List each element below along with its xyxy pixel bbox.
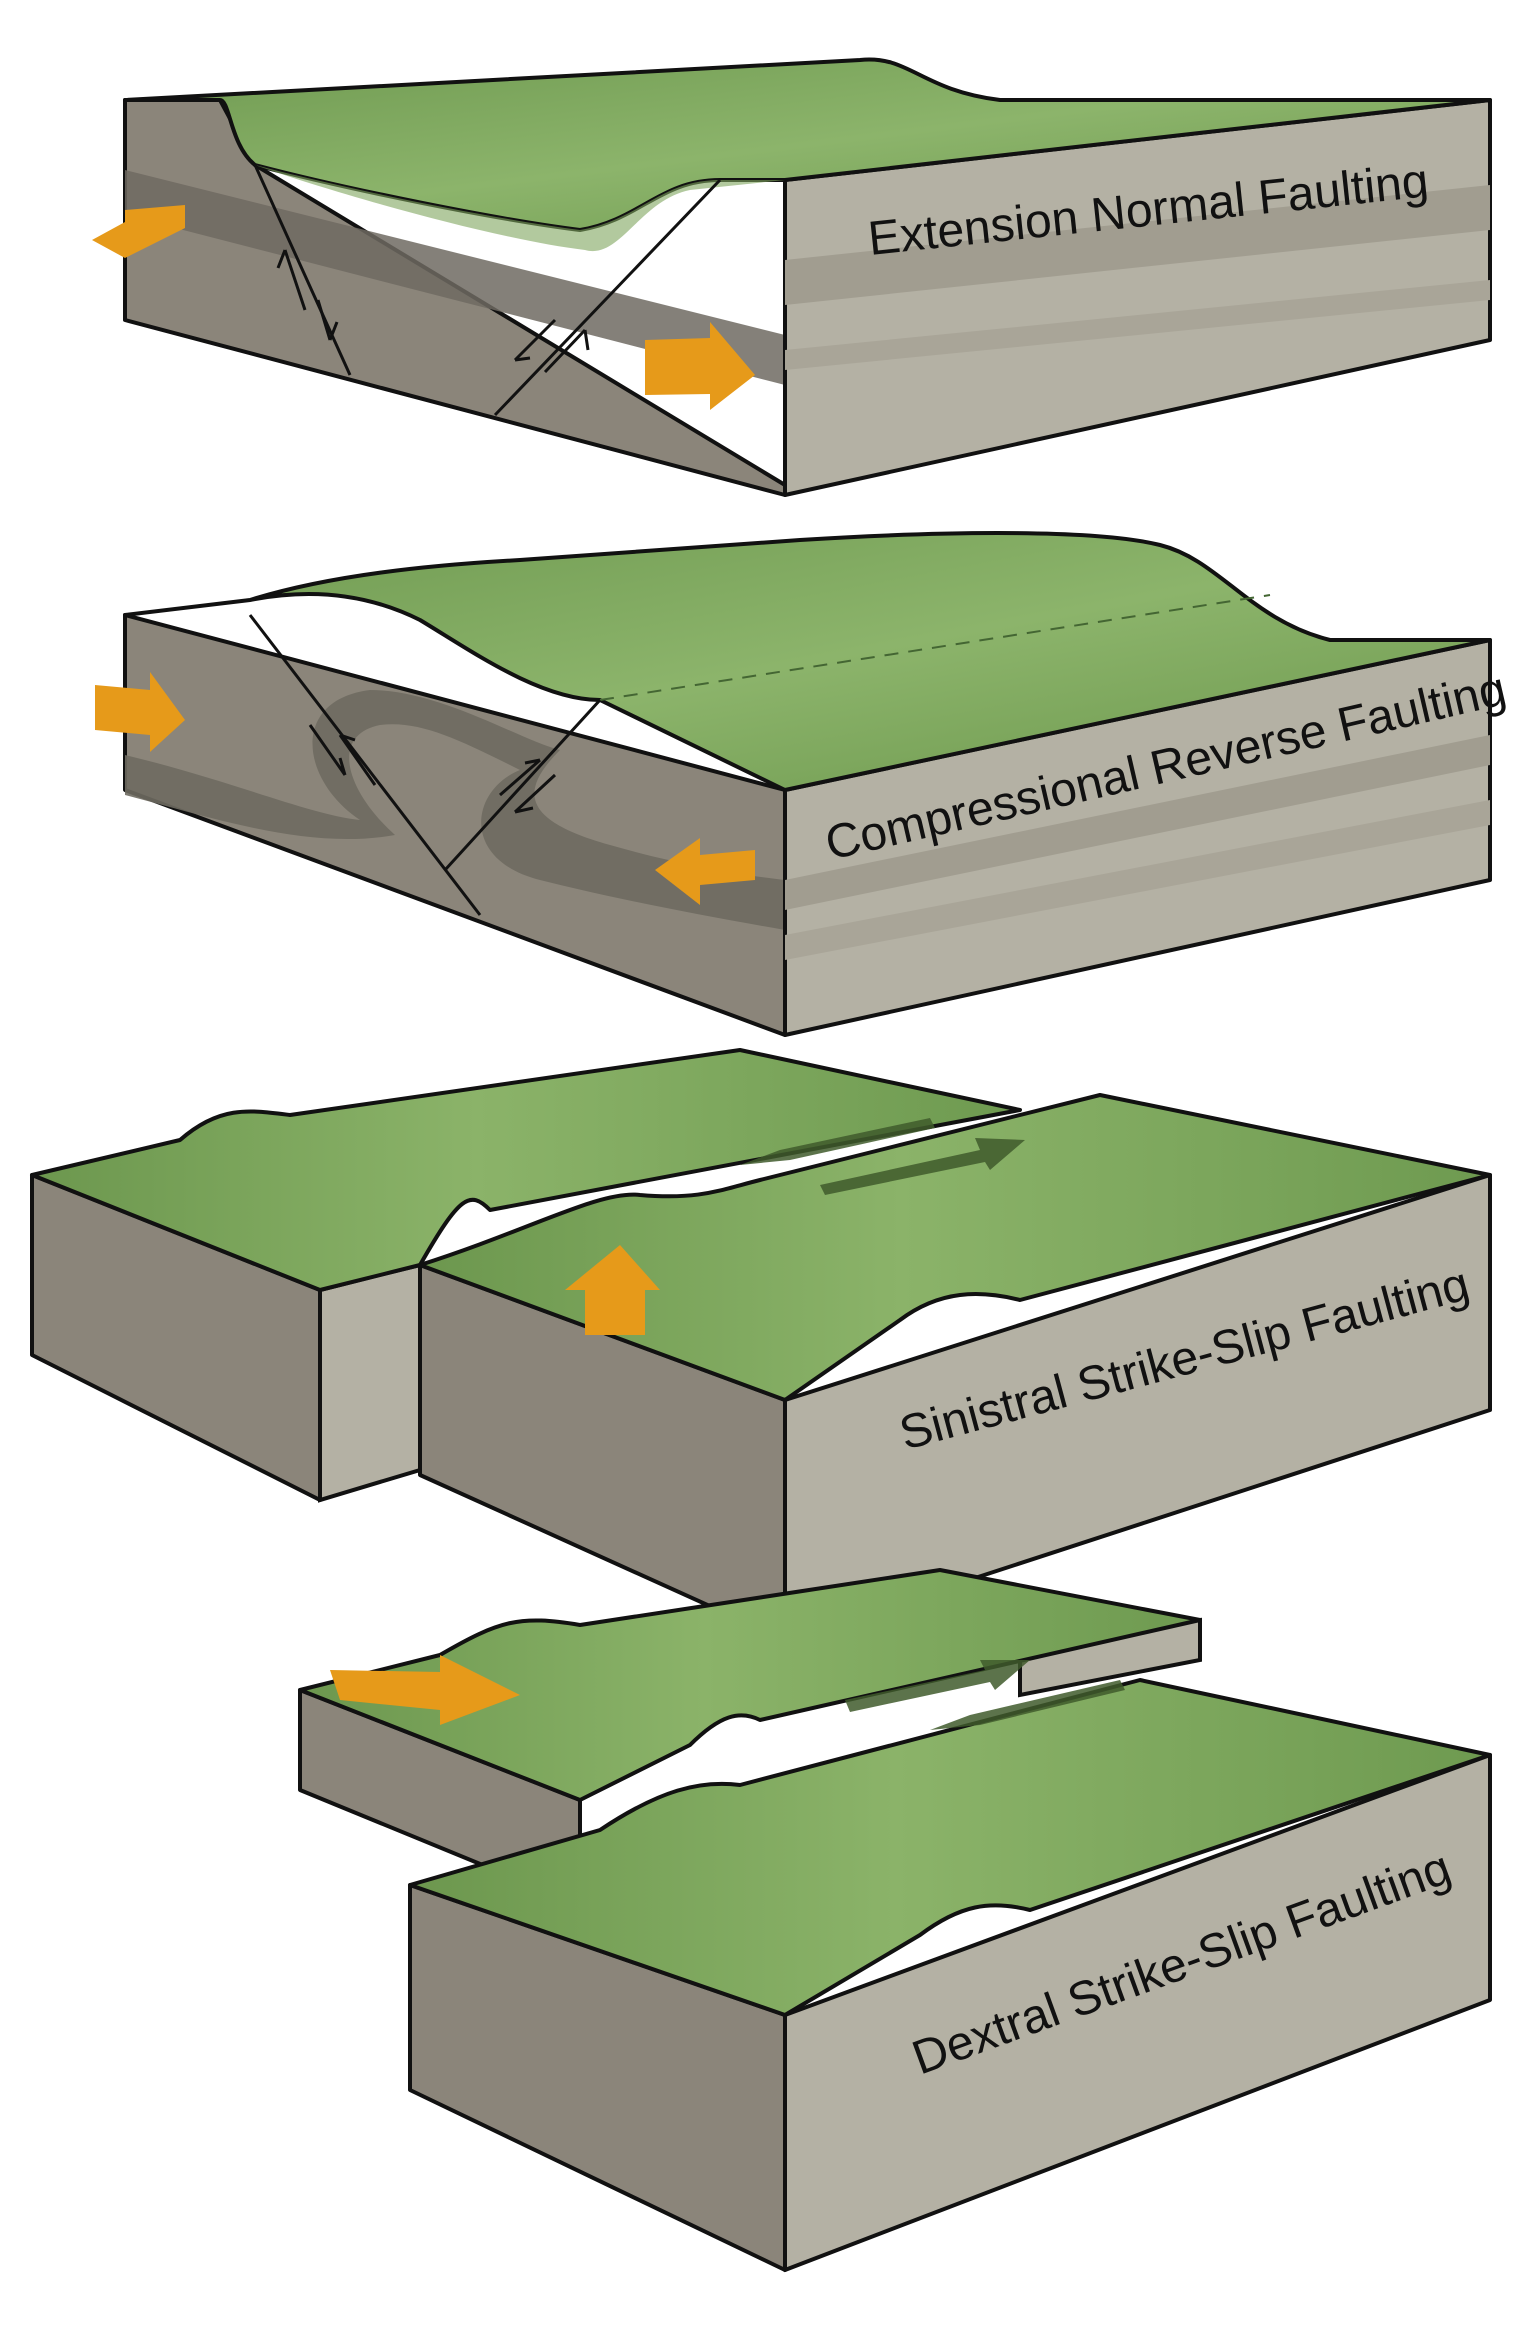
rock-layer-band xyxy=(125,170,785,385)
slip-indicator-left xyxy=(276,249,339,341)
graben-floor xyxy=(255,165,785,252)
arrow-left xyxy=(92,205,185,258)
front-layer-band xyxy=(785,735,1490,910)
dashed-fault-trace xyxy=(599,594,1271,701)
arrow-right xyxy=(95,672,185,752)
folded-rock-layer xyxy=(125,690,785,930)
front-block-terrain xyxy=(408,1678,1492,2017)
panel-compressional-reverse: Compressional Reverse Faulting xyxy=(95,531,1511,1037)
slip-arrow-lower xyxy=(930,1680,1125,1730)
front-layer-band-2 xyxy=(785,800,1490,960)
panel-extension-normal: Extension Normal Faulting xyxy=(92,57,1492,497)
left-block-terrain xyxy=(30,1048,1022,1292)
terrain-surface xyxy=(123,531,1492,792)
arrow-left xyxy=(655,838,755,905)
arrow-up xyxy=(565,1245,660,1335)
arrow-right xyxy=(330,1655,520,1725)
slip-arrow-upper xyxy=(845,1660,1030,1712)
fault-line-left xyxy=(248,614,482,916)
left-block-front-face xyxy=(318,1262,422,1503)
slip-arrow-lower xyxy=(820,1138,1025,1195)
slip-arrow-upper xyxy=(740,1118,935,1165)
fault-line-left xyxy=(253,164,352,376)
right-block-terrain xyxy=(418,1093,1492,1402)
slip-indicator-right xyxy=(499,758,557,814)
slip-indicator-left xyxy=(308,724,377,786)
front-block-front-face xyxy=(783,1753,1492,2272)
slip-indicator-right xyxy=(513,318,590,374)
front-layer-band xyxy=(785,185,1490,305)
fault-line-right xyxy=(493,178,722,417)
panel-dextral-strike-slip: Dextral Strike-Slip Faulting xyxy=(298,1568,1492,2272)
panel-sinistral-strike-slip: Sinistral Strike-Slip Faulting xyxy=(30,1048,1492,1642)
fault-line-right xyxy=(443,698,602,872)
right-block-front-face xyxy=(783,1173,1492,1642)
arrow-right xyxy=(645,322,755,410)
front-layer-band-2 xyxy=(785,280,1490,370)
back-block-terrain xyxy=(298,1568,1202,1802)
